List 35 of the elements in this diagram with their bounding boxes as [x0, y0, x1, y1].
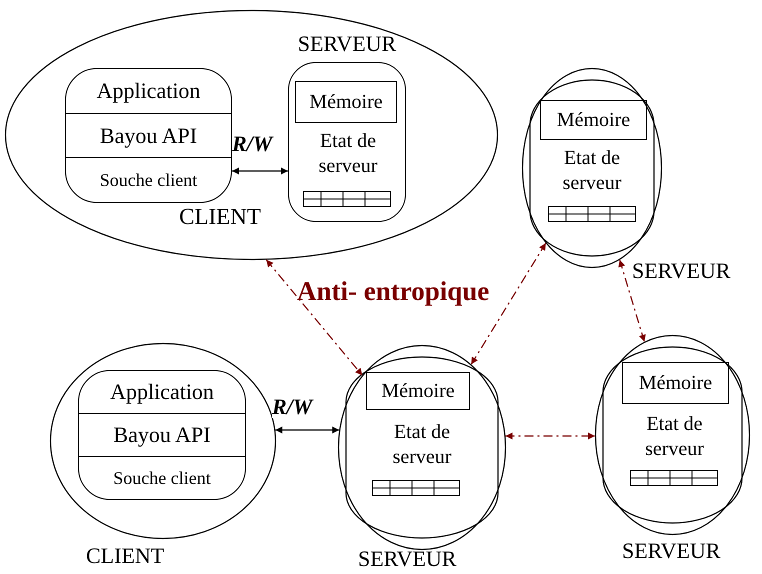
client-stack-box	[78, 370, 246, 500]
dash-dot-arrow	[266, 259, 363, 376]
layer-label: Application	[96, 80, 200, 102]
memory-box	[540, 100, 647, 140]
dash-dot-arrow	[470, 242, 546, 365]
dash-dot-arrow	[505, 432, 595, 440]
diagram-label: Anti- entropique	[297, 278, 490, 305]
memory-box	[622, 362, 729, 404]
node-caption: SERVEUR	[358, 548, 456, 570]
memory-label: Mémoire	[556, 110, 630, 130]
server-label: SERVEUR	[296, 33, 398, 55]
layer-label: Application	[110, 381, 214, 403]
node-caption: SERVEUR	[622, 540, 720, 562]
server-outline	[595, 335, 750, 535]
client-stack-box	[65, 68, 232, 203]
double-arrow	[232, 168, 288, 174]
client-label: CLIENT	[178, 205, 262, 231]
layer-label: Souche client	[113, 469, 211, 487]
node-caption: SERVEUR	[632, 260, 730, 282]
server-outline	[338, 345, 506, 550]
memory-box	[366, 372, 470, 410]
node-caption: CLIENT	[86, 545, 164, 567]
server-state-label: Etat de serveur	[644, 412, 705, 462]
dash-dot-arrow	[618, 260, 646, 342]
server-state-label: Etat de serveur	[392, 420, 452, 470]
double-arrow	[275, 426, 340, 434]
layer-label: Souche client	[100, 171, 198, 190]
server-state-label: Etat de serveur	[318, 129, 378, 179]
memory-label: Mémoire	[638, 373, 712, 393]
server-state-label: Etat de serveur	[562, 146, 622, 196]
memory-box	[295, 81, 397, 123]
layer-label: Bayou API	[113, 424, 211, 446]
layer-label: Bayou API	[100, 124, 198, 146]
memory-label: Mémoire	[309, 92, 383, 112]
memory-label: Mémoire	[381, 381, 455, 401]
